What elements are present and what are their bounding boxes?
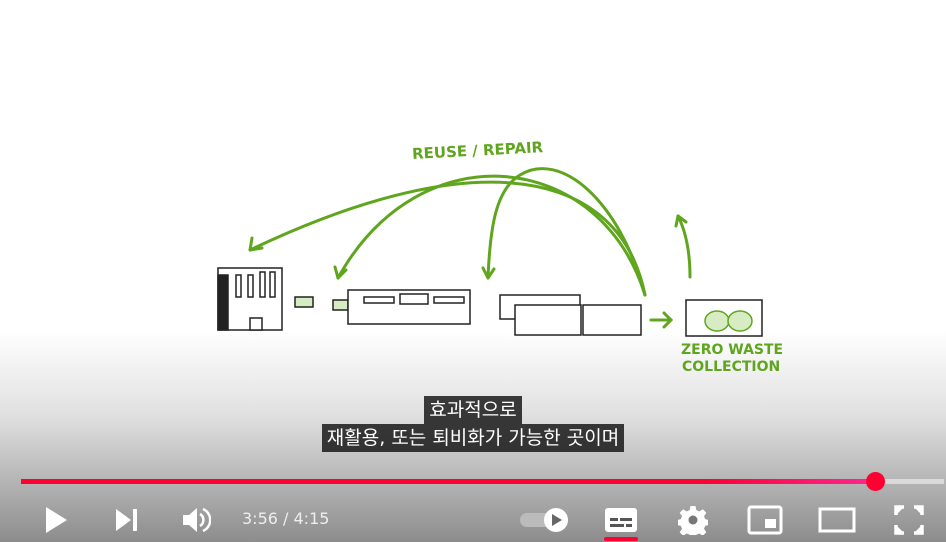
subtitles-icon [605,508,637,532]
reuse-repair-label: REUSE / REPAIR [412,138,544,163]
miniplayer-button[interactable] [744,500,786,540]
theater-mode-icon [818,507,856,533]
play-button[interactable] [36,500,76,540]
collection-label: COLLECTION [682,359,780,375]
progress-scrubber[interactable] [865,472,885,491]
settings-gear-icon [678,506,708,535]
progress-bar[interactable] [21,472,944,491]
captions-window: 효과적으로 재활용, 또는 퇴비화가 가능한 곳이며 [0,396,946,452]
fullscreen-button[interactable] [888,500,930,540]
settings-button[interactable] [672,500,714,540]
zero-waste-label: ZERO WASTE [681,342,783,358]
miniplayer-icon [747,505,783,535]
volume-icon [183,507,211,533]
time-display: 3:56 / 4:15 [242,509,330,528]
subtitles-active-indicator [604,537,638,541]
theater-mode-button[interactable] [816,500,858,540]
next-button[interactable] [106,500,146,540]
fullscreen-icon [894,505,924,535]
play-icon [46,507,67,533]
autoplay-toggle[interactable] [516,500,572,540]
subtitles-button[interactable] [600,500,642,540]
caption-line-2: 재활용, 또는 퇴비화가 가능한 곳이며 [321,424,625,452]
volume-button[interactable] [176,500,216,540]
progress-played [21,479,875,484]
caption-line-1: 효과적으로 [424,396,522,424]
buildings-illustration [217,267,763,337]
autoplay-toggle-icon [520,508,568,532]
next-icon [116,509,137,531]
reuse-arrows [248,167,692,329]
